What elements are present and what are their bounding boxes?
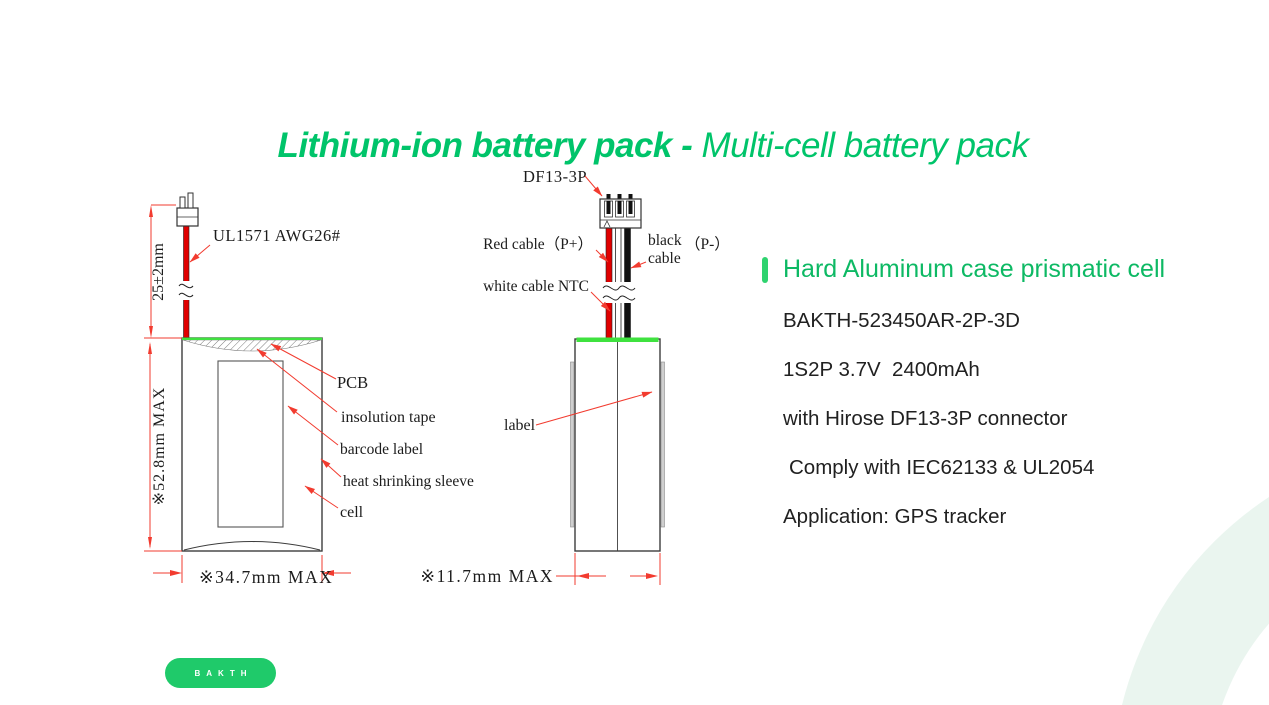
left-connector	[176, 192, 199, 227]
page-title-secondary: Multi-cell battery pack	[701, 126, 1029, 165]
spec-line-compliance: Comply with IEC62133 & UL2054	[789, 456, 1095, 479]
white-cable-label: white cable NTC	[483, 278, 589, 295]
brand-button-label: BAKTH	[194, 668, 253, 678]
left-callout-leaders	[256, 343, 342, 509]
callout-barcode-label: barcode label	[340, 441, 423, 458]
black-cable-label-line1: black	[648, 232, 682, 249]
left-wire-length-dimension	[144, 204, 182, 339]
red-cable-leader	[595, 249, 609, 263]
left-width-dim-text: ※34.7mm MAX	[199, 567, 333, 587]
left-diagram-side-view: 25±2mm ※52.8mm MAX ※34.7mm MAX UL1571 AW…	[144, 192, 474, 587]
right-diagram-front-view: DF13-3P Red cable（P+） black cable （P-） w…	[420, 167, 729, 586]
callout-insolution-tape: insolution tape	[341, 409, 436, 426]
spec-line-connector: with Hirose DF13-3P connector	[783, 407, 1068, 430]
right-battery-body	[570, 337, 665, 552]
spec-heading-row: Hard Aluminum case prismatic cell	[762, 253, 1232, 286]
wire-length-dim-text: 25±2mm	[150, 243, 167, 301]
right-label-edge-right	[660, 361, 665, 528]
white-cable-leader	[590, 291, 611, 312]
brand-button[interactable]: BAKTH	[165, 658, 276, 688]
right-width-dimension	[556, 553, 661, 585]
spec-line-config: 1S2P 3.7V 2400mAh	[783, 358, 980, 381]
green-accent-bar	[762, 257, 768, 283]
spec-line-model: BAKTH-523450AR-2P-3D	[783, 309, 1020, 332]
spec-heading: Hard Aluminum case prismatic cell	[783, 255, 1166, 283]
callout-cell: cell	[340, 504, 364, 521]
callout-wrap-label: label	[504, 417, 536, 434]
connector-label: DF13-3P	[523, 167, 587, 186]
page-title: Lithium-ion battery pack - Multi-cell ba…	[0, 86, 1269, 206]
right-width-dim-text: ※11.7mm MAX	[420, 566, 554, 586]
right-connector	[599, 194, 642, 229]
page-title-primary: Lithium-ion battery pack -	[277, 126, 702, 165]
height-dim-text: ※52.8mm MAX	[151, 387, 168, 506]
right-label-edge-left	[570, 361, 575, 528]
left-bottom-curve	[183, 540, 321, 551]
right-pcb-green-strip	[576, 337, 659, 342]
wrap-label-leader	[535, 391, 653, 426]
wire-spec-leader	[189, 244, 211, 263]
black-cable-polarity: （P-）	[685, 236, 730, 253]
left-width-dimension	[153, 555, 351, 583]
connector-leader	[584, 175, 603, 197]
left-wire-break-symbol	[178, 281, 194, 300]
red-cable-label: Red cable（P+）	[483, 236, 593, 253]
spec-panel: Hard Aluminum case prismatic cell BAKTH-…	[762, 253, 1232, 541]
wire-spec-label: UL1571 AWG26#	[213, 226, 341, 245]
left-battery-body	[181, 337, 323, 552]
left-height-dimension	[144, 342, 182, 552]
callout-heat-shrinking-sleeve: heat shrinking sleeve	[343, 473, 474, 490]
barcode-label-area	[217, 360, 284, 528]
black-cable-label-line2: cable	[648, 250, 681, 267]
spec-line-application: Application: GPS tracker	[783, 505, 1007, 528]
callout-pcb: PCB	[337, 373, 368, 392]
right-cable-break-symbol	[602, 282, 636, 303]
black-cable-leader	[630, 261, 647, 269]
